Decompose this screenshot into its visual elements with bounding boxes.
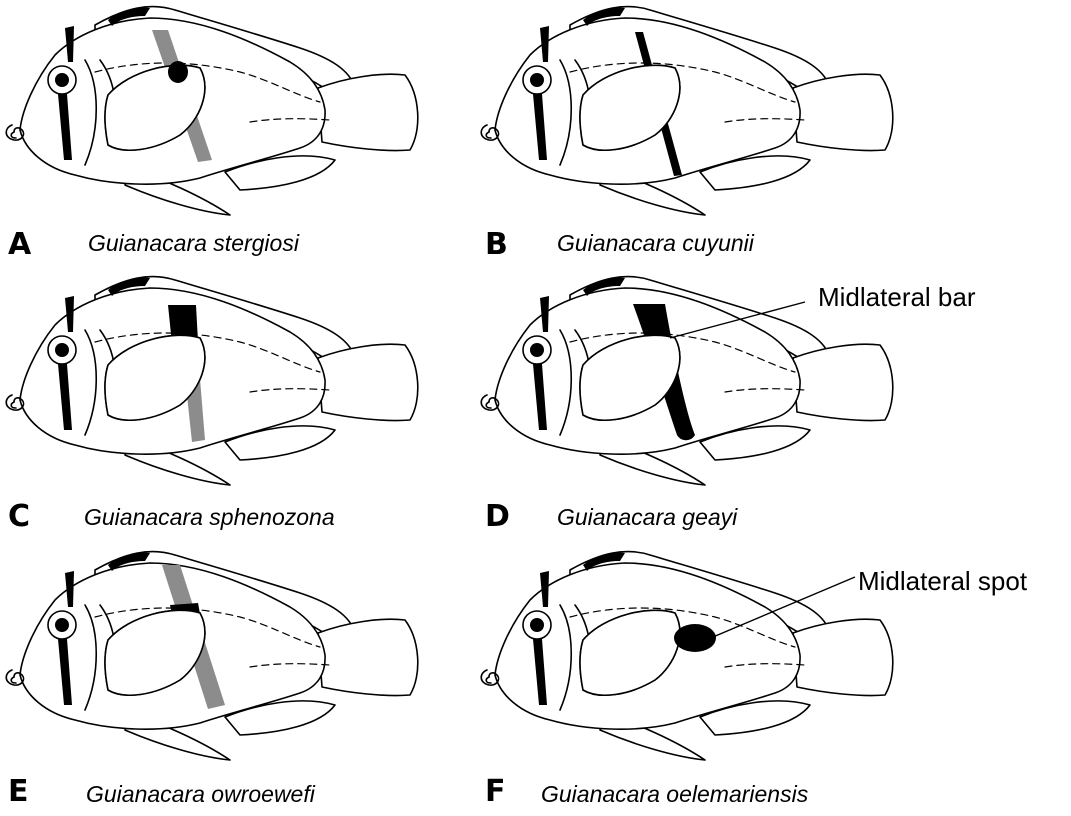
panel-b: B Guianacara cuyunii	[475, 0, 955, 260]
panel-a: A Guianacara stergiosi	[0, 0, 480, 260]
fish-illustration-a	[0, 0, 480, 230]
species-name: Guianacara stergiosi	[88, 232, 299, 255]
species-name: Guianacara geayi	[557, 506, 737, 529]
panel-c: C Guianacara sphenozona	[0, 270, 480, 530]
panel-letter: B	[485, 230, 508, 260]
species-name: Guianacara sphenozona	[84, 506, 335, 529]
panel-letter: F	[485, 777, 506, 807]
panel-letter: A	[8, 230, 31, 260]
fish-illustration-b	[475, 0, 955, 230]
species-name: Guianacara cuyunii	[557, 232, 754, 255]
callout-midlateral-bar: Midlateral bar	[818, 284, 976, 310]
panel-letter: C	[8, 502, 30, 532]
species-name: Guianacara oelemariensis	[541, 783, 808, 806]
midlateral-spot	[168, 61, 188, 83]
callout-midlateral-spot: Midlateral spot	[858, 568, 1027, 594]
midlateral-spot	[674, 624, 716, 652]
panel-letter: D	[485, 502, 510, 532]
panel-letter: E	[8, 777, 29, 807]
panel-e: E Guianacara owroewefi	[0, 545, 480, 805]
species-name: Guianacara owroewefi	[86, 783, 315, 806]
fish-illustration-e	[0, 545, 480, 775]
fish-illustration-c	[0, 270, 480, 500]
